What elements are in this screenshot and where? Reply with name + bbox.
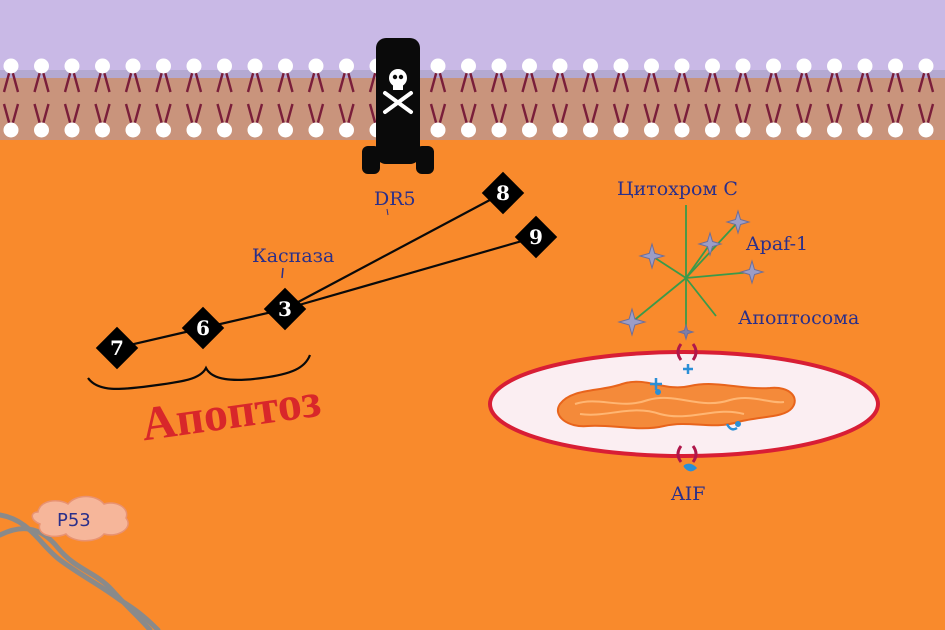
caspase-pointer	[281, 267, 284, 279]
caspase-node-label: 7	[110, 336, 124, 360]
apaf-star-icon	[638, 242, 666, 270]
apoptosome-label: Апоптосома	[738, 307, 859, 329]
aif-label: AIF	[670, 483, 705, 505]
skull-crossbones-icon	[383, 69, 413, 114]
cytochrome-molecules	[650, 364, 741, 472]
dr5-label: DR5	[374, 188, 416, 210]
caspase-node-label: 9	[529, 225, 543, 249]
caspase-node-label: 6	[196, 316, 210, 340]
apaf-label: Apaf-1	[745, 233, 808, 255]
apoptosis-brace	[87, 354, 312, 391]
cytochrome-label: Цитохром С	[617, 178, 738, 200]
caspase-node-label: 3	[278, 297, 292, 321]
apaf-star-icon	[739, 259, 765, 285]
caspase-link-3-8	[284, 192, 504, 310]
apaf-star-icon	[697, 231, 723, 257]
caspase-label: Каспаза	[252, 245, 334, 267]
apaf-star-icon	[617, 307, 647, 337]
mitochondrial-matrix	[557, 380, 796, 430]
caspase-link-3-9	[284, 235, 537, 311]
mitochondrion	[488, 350, 880, 458]
dr5-receptor	[362, 38, 434, 174]
caspase-node-label: 8	[496, 181, 510, 205]
p53-label: P53	[57, 510, 91, 531]
caspase-node-3: 3	[263, 287, 307, 331]
p53-cloud	[31, 495, 129, 542]
caspase-node-7: 7	[95, 326, 139, 370]
dna-helix	[0, 512, 161, 630]
mitochondrial-pores	[676, 343, 698, 463]
lipid-bilayer	[0, 58, 945, 630]
apaf-star-icon	[677, 323, 695, 341]
caspase-node-6: 6	[181, 306, 225, 350]
apoptosome-complex	[617, 205, 765, 341]
apaf-star-icon	[725, 209, 751, 235]
dr5-tick	[386, 208, 389, 216]
